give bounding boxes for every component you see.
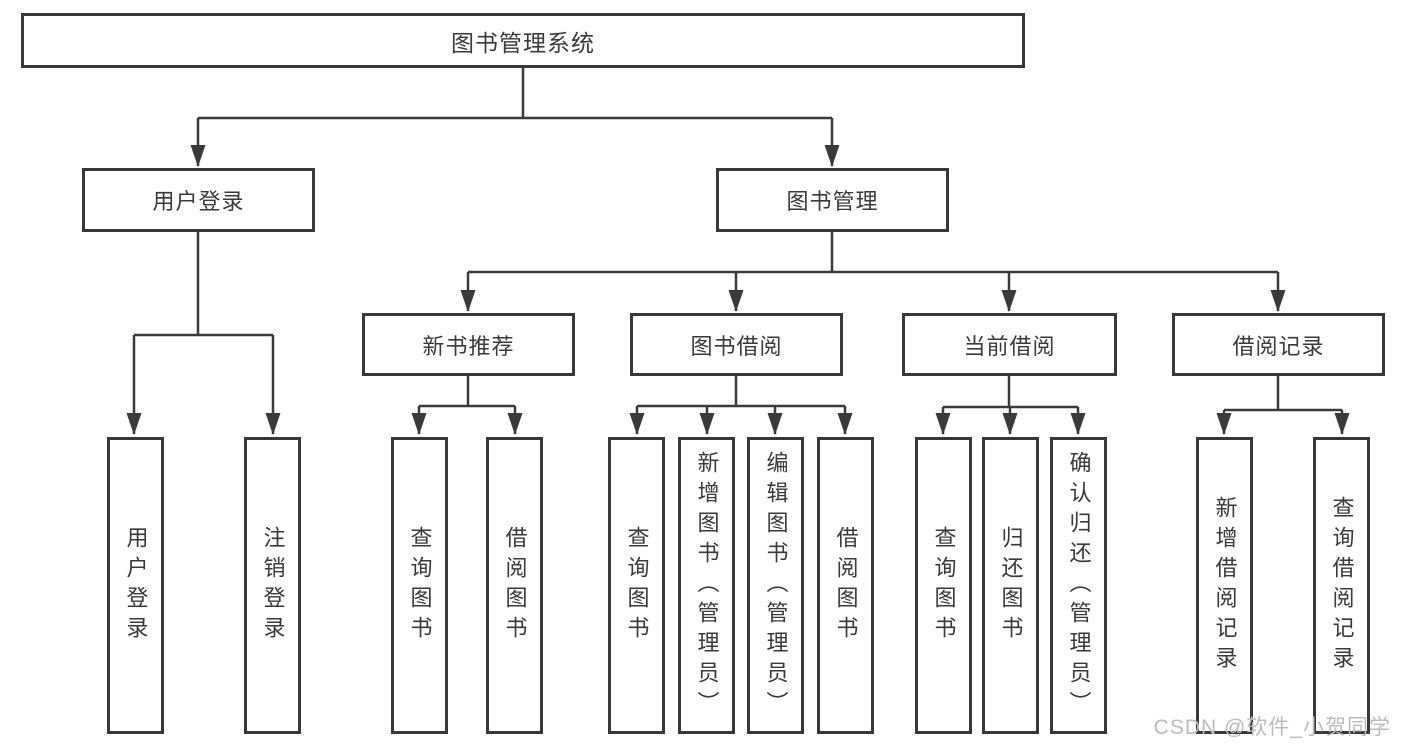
leaf-borrow-books: 借阅图书 xyxy=(486,437,543,734)
node-label: 当前借阅 xyxy=(963,333,1056,359)
leaf-query-books: 查询图书 xyxy=(391,437,448,734)
leaf-label: 新增借阅记录 xyxy=(1212,495,1238,676)
node-book-management: 图书管理 xyxy=(716,168,949,232)
leaf-label: 编辑图书（管理员） xyxy=(763,450,789,721)
leaf-label: 注销登录 xyxy=(260,525,286,646)
node-label: 借阅记录 xyxy=(1232,333,1325,359)
node-current-borrow: 当前借阅 xyxy=(902,313,1117,376)
leaf-query-books: 查询图书 xyxy=(608,437,665,734)
leaf-confirm-return-admin: 确认归还（管理员） xyxy=(1050,437,1107,734)
leaf-user-login: 用户登录 xyxy=(107,437,164,734)
leaf-label: 查询图书 xyxy=(624,525,650,646)
node-user-login: 用户登录 xyxy=(82,168,315,232)
leaf-label: 借阅图书 xyxy=(833,525,859,646)
leaf-borrow-books: 借阅图书 xyxy=(817,437,874,734)
csdn-watermark: CSDN @软件_小贺同学 xyxy=(1153,716,1391,739)
leaf-label: 归还图书 xyxy=(998,525,1024,646)
leaf-label: 查询图书 xyxy=(931,525,957,646)
leaf-label: 用户登录 xyxy=(123,525,149,646)
node-library-management-system: 图书管理系统 xyxy=(21,13,1025,68)
leaf-label: 新增图书（管理员） xyxy=(694,450,720,721)
node-new-book-recommend: 新书推荐 xyxy=(362,313,575,376)
node-borrow-records: 借阅记录 xyxy=(1172,313,1385,376)
leaf-label: 查询借阅记录 xyxy=(1329,495,1355,676)
node-label: 新书推荐 xyxy=(422,333,515,359)
leaf-label: 确认归还（管理员） xyxy=(1066,450,1092,721)
leaf-return-books: 归还图书 xyxy=(982,437,1039,734)
leaf-label: 查询图书 xyxy=(407,525,433,646)
leaf-query-books: 查询图书 xyxy=(915,437,972,734)
leaf-add-books-admin: 新增图书（管理员） xyxy=(678,437,735,734)
node-label: 图书借阅 xyxy=(690,333,783,359)
node-label: 用户登录 xyxy=(152,189,245,214)
leaf-add-borrow-record: 新增借阅记录 xyxy=(1196,437,1253,734)
leaf-edit-books-admin: 编辑图书（管理员） xyxy=(747,437,804,734)
leaf-label: 借阅图书 xyxy=(502,525,528,646)
leaf-logout: 注销登录 xyxy=(244,437,301,734)
node-label: 图书管理 xyxy=(786,189,879,214)
node-label: 图书管理系统 xyxy=(451,29,595,56)
leaf-query-borrow-record: 查询借阅记录 xyxy=(1313,437,1370,734)
node-book-borrow: 图书借阅 xyxy=(630,313,843,376)
